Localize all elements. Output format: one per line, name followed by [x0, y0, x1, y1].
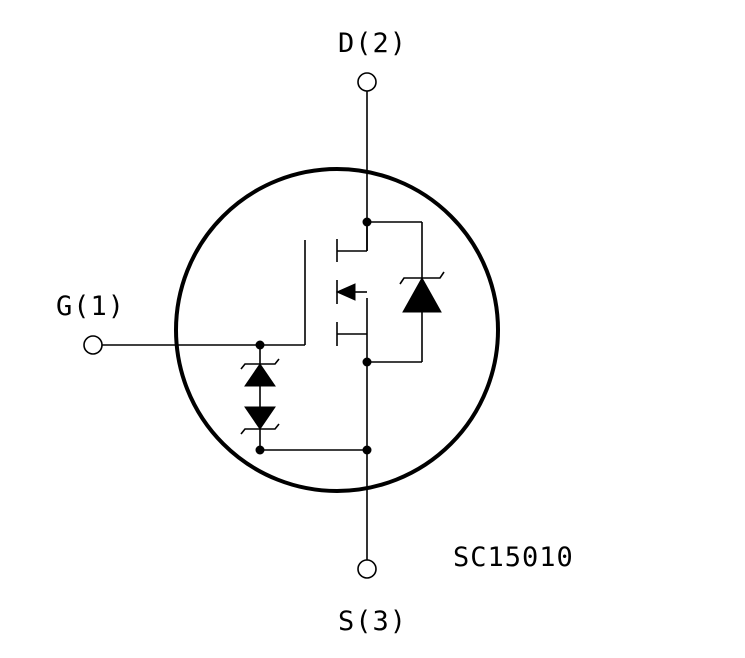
gate-zener-upper-triangle: [244, 363, 276, 387]
body-arrow: [335, 283, 356, 301]
source-label: S(3): [338, 606, 407, 637]
gate-zener-lower-bar: [240, 423, 280, 435]
drain-label: D(2): [338, 28, 407, 59]
package-outline: [174, 167, 500, 493]
junction-drain: [362, 217, 372, 227]
gate-zener-upper-bar: [240, 358, 280, 370]
gate-label: G(1): [56, 291, 125, 322]
gate-terminal[interactable]: [83, 335, 103, 355]
junction-source-upper: [362, 357, 372, 367]
body-diode-triangle: [402, 276, 442, 313]
drain-terminal[interactable]: [357, 72, 377, 92]
gate-zener-lower-triangle: [244, 406, 276, 430]
part-code: SC15010: [453, 542, 574, 573]
source-terminal[interactable]: [357, 559, 377, 579]
body-diode-zener-bar: [399, 271, 445, 285]
